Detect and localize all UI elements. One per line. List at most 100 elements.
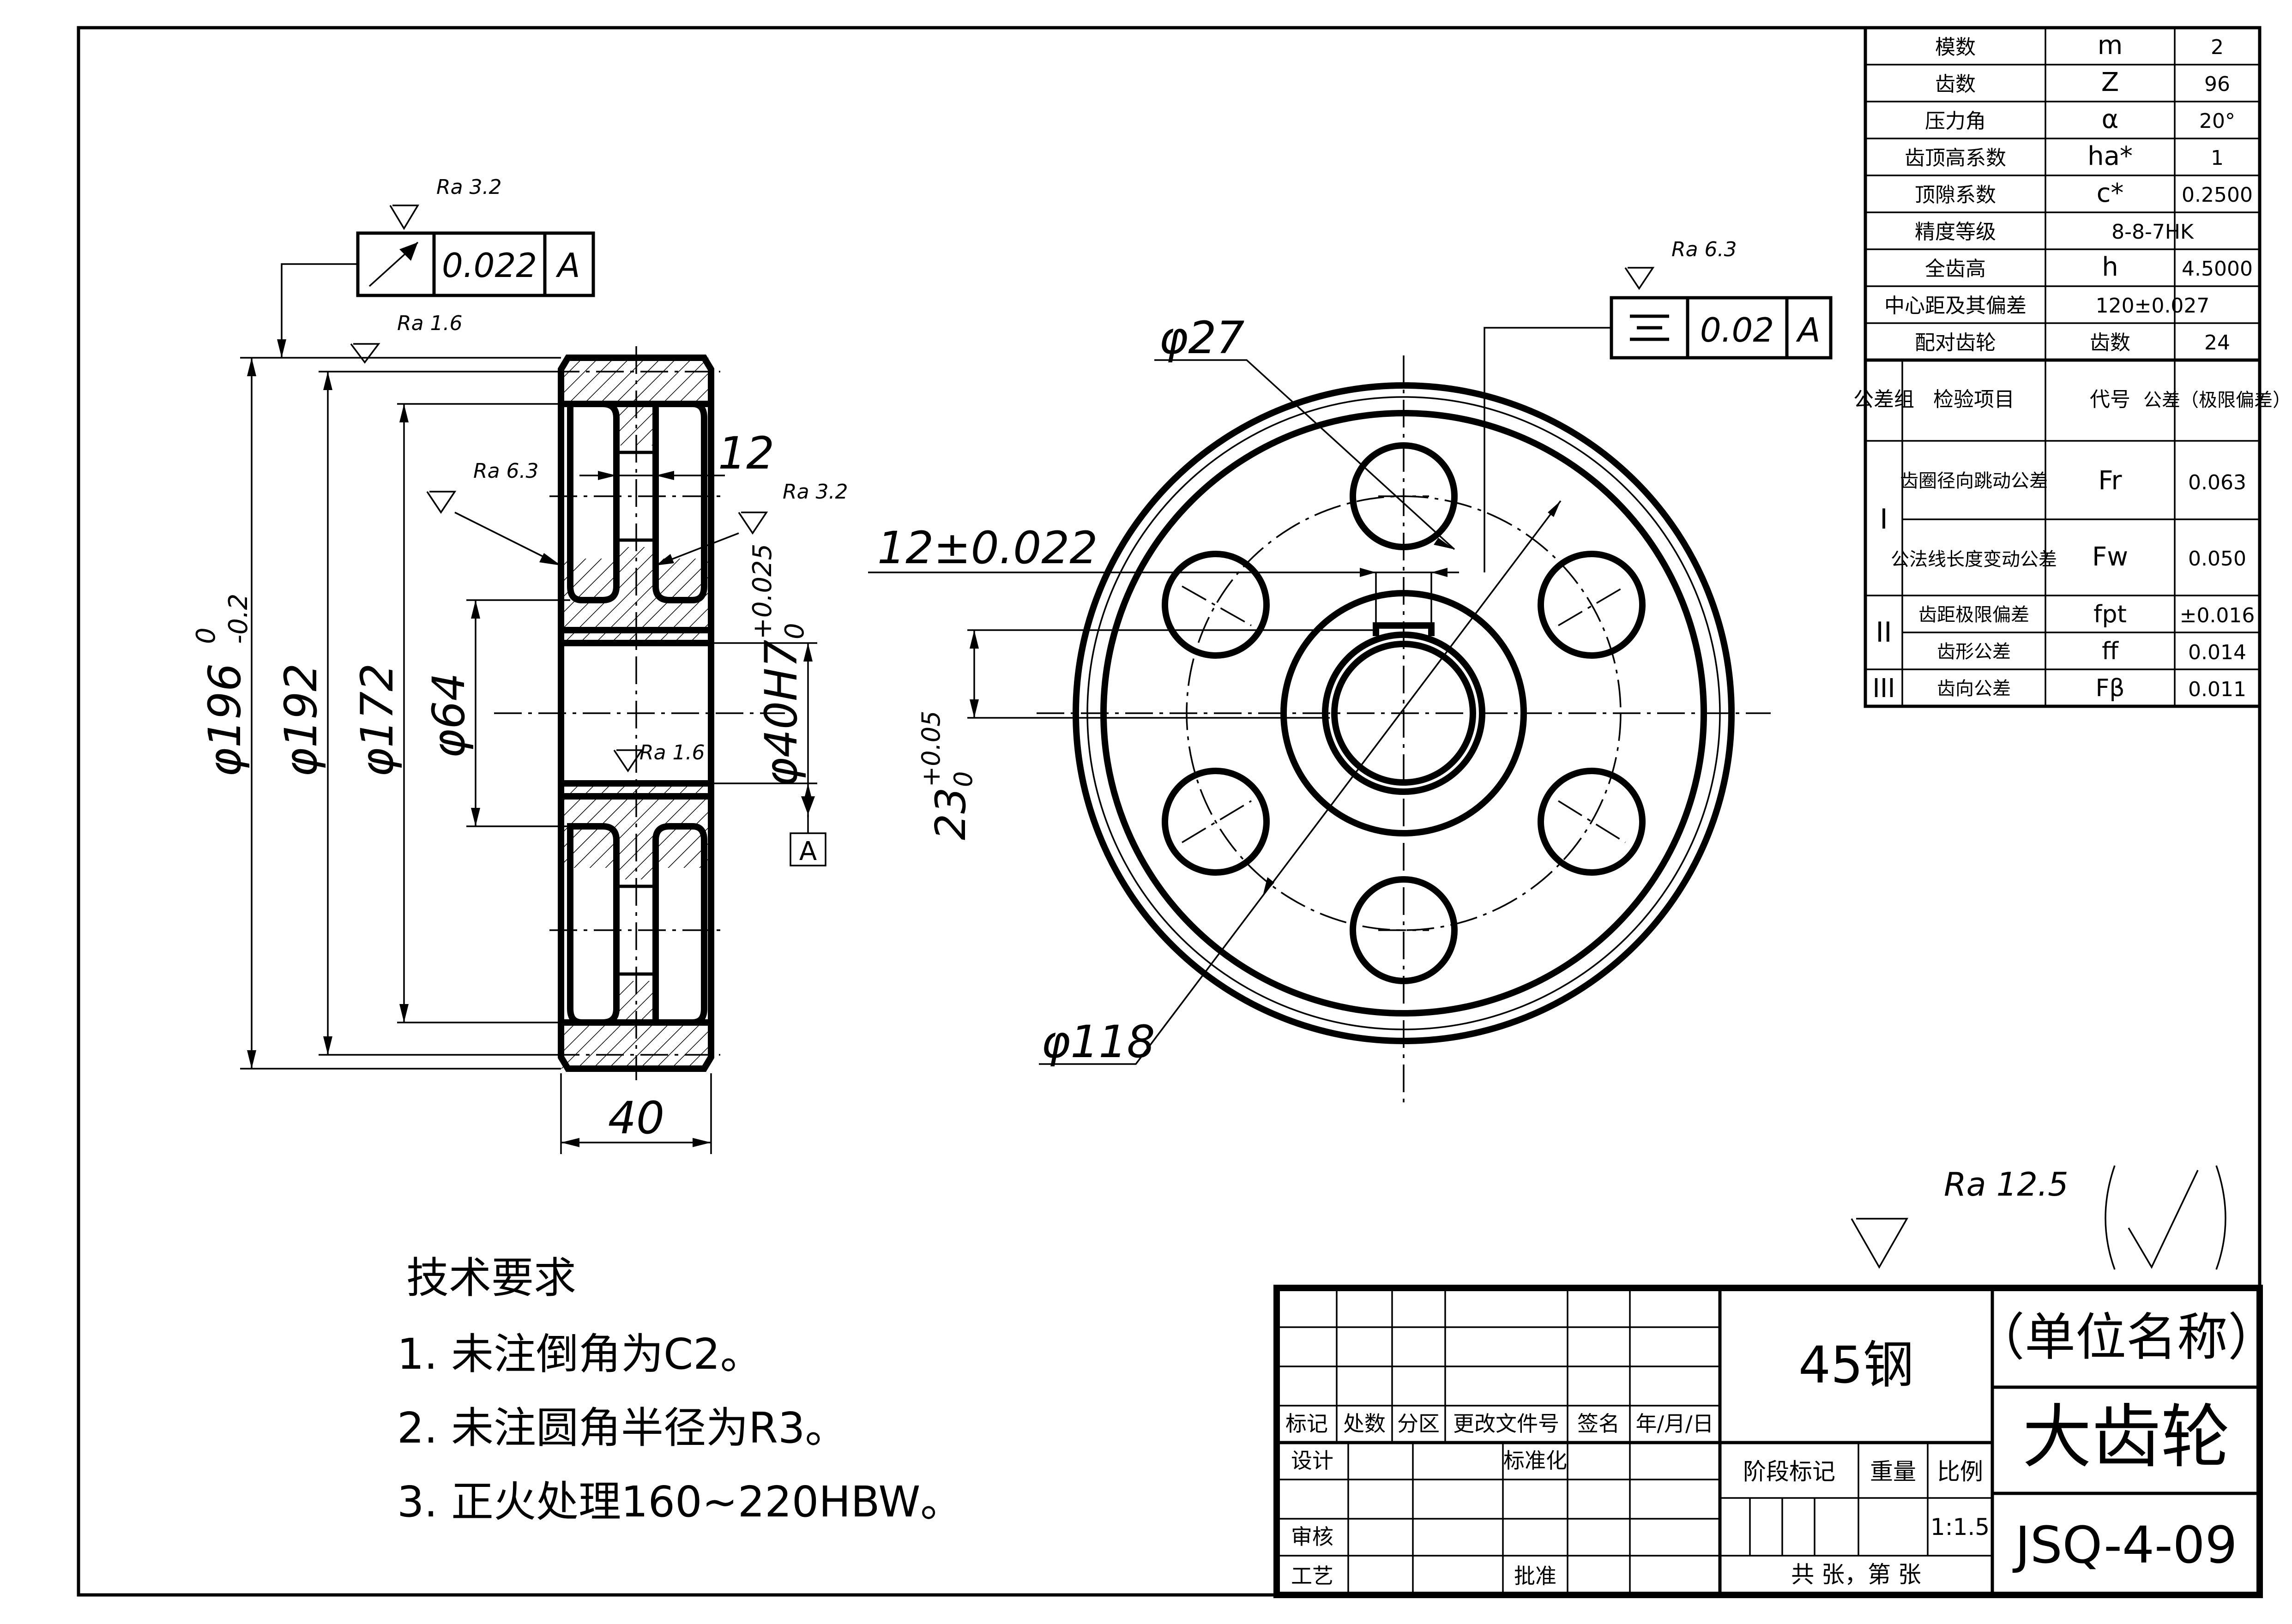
roughness-runout-frame: Ra 3.2 [436,175,502,199]
tol-value: ±0.016 [2180,604,2255,627]
param-symbol: h [2102,252,2118,282]
tol-item: 齿向公差 [1937,678,2011,699]
tb-zone: 分区 [1397,1411,1440,1436]
roughness-symmetry-frame: Ra 6.3 [1671,238,1737,261]
unit-name: （单位名称） [1974,1308,2279,1367]
tol-group: II [1876,616,1892,649]
param-value: 24 [2204,331,2230,355]
tech-requirement-item: 3. 正火处理160~220HBW。 [397,1477,963,1527]
param-value: 1 [2211,146,2224,170]
tol-item: 齿距极限偏差 [1918,604,2029,626]
tb-review: 审核 [1291,1524,1333,1549]
key-depth-tol-upper: +0.05 [917,711,946,787]
tol-item: 齿圈径向跳动公差 [1900,470,2048,492]
param-name: 配对齿轮 [1915,331,1996,355]
param-value: 8-8-7HK [2111,220,2194,244]
tech-requirement-item: 2. 未注圆角半径为R3。 [397,1403,847,1453]
param-symbol: ha* [2087,141,2133,171]
general-roughness-value: Ra 12.5 [1944,1166,2069,1203]
symmetry-datum: A [1796,311,1820,349]
roughness-web-right: Ra 3.2 [783,480,848,504]
drawing-number: JSQ-4-09 [2012,1516,2237,1575]
tb-scale: 1:1.5 [1930,1514,1990,1540]
dim-outer-diameter: φ196 [199,663,251,777]
param-symbol: Z [2101,67,2119,97]
param-value: 120±0.027 [2096,294,2210,318]
dim-bore-tol-lower: 0 [780,623,810,639]
gear-parameter-table: 模数 m 2 齿数 Z 96 压力角 α 20° 齿顶高系数 ha* 1 顶隙系… [1853,26,2291,708]
param-symbol: c* [2097,178,2124,208]
tol-header-item: 检验项目 [1933,388,2015,411]
tol-group: III [1872,674,1895,704]
param-value: 0.2500 [2182,183,2253,207]
dim-web-thickness: 12 [718,427,774,479]
hole-diameter: φ27 [1159,312,1244,364]
tb-design: 设计 [1291,1448,1333,1473]
tol-value: 0.063 [2188,471,2246,494]
tb-count: 处数 [1343,1411,1386,1436]
tol-header-group: 公差组 [1853,388,1914,411]
bolt-circle-diameter: φ118 [1041,1016,1155,1068]
tol-code: Fr [2098,466,2122,496]
runout-tolerance: 0.022 [442,246,537,285]
dim-bore-tol-upper: +0.025 [748,544,778,639]
tol-item: 公法线长度变动公差 [1891,549,2057,570]
dim-outer-tol-upper: 0 [191,627,221,644]
symmetry-tolerance: 0.02 [1700,311,1774,349]
param-name: 中心距及其偏差 [1884,294,2027,318]
tb-change-doc: 更改文件号 [1453,1411,1559,1436]
param-name: 压力角 [1925,109,1986,133]
dim-face-width: 40 [608,1092,664,1144]
tol-code: Fβ [2095,674,2124,702]
param-name: 全齿高 [1925,257,1986,281]
param-name: 齿数 [1935,72,1976,96]
general-roughness: Ra 12.5 [1851,1165,2226,1270]
param-name: 顶隙系数 [1915,183,1996,207]
tb-stage: 阶段标记 [1743,1458,1835,1485]
tb-sheets: 共 张，第 张 [1791,1561,1921,1588]
datum-a-label: A [799,836,817,866]
param-value: 4.5000 [2182,257,2253,281]
tol-value: 0.014 [2188,641,2246,664]
runout-datum: A [555,246,580,285]
key-depth: 23 [927,787,975,840]
param-name: 齿顶高系数 [1905,146,2006,170]
param-value: 20° [2199,109,2235,133]
tol-value: 0.011 [2188,678,2246,701]
front-view: φ27 φ118 12±0.022 23 +0.05 0 0.02 A [868,238,1833,1103]
tb-weight: 重量 [1870,1458,1916,1485]
title-block: 标记 处数 分区 更改文件号 签名 年/月/日 设计 标准化 审核 工艺 批准 … [1273,1285,2279,1598]
param-name: 精度等级 [1915,220,1996,244]
param-symbol: 齿数 [2090,331,2130,355]
tol-value: 0.050 [2188,547,2246,571]
param-name: 模数 [1935,36,1976,59]
tol-code: Fw [2092,542,2128,572]
tol-code: ff [2102,638,2119,665]
keyway-width: 12±0.022 [877,522,1098,574]
tb-mark: 标记 [1285,1411,1328,1436]
dim-bore-diameter: φ40H7 [755,640,807,787]
tb-standardize: 标准化 [1503,1448,1567,1473]
tol-item: 齿形公差 [1937,641,2011,662]
tech-requirements: 技术要求 1. 未注倒角为C2。 2. 未注圆角半径为R3。 3. 正火处理16… [397,1253,963,1527]
drawing-border [77,26,2262,1597]
key-depth-tol-lower: 0 [949,771,978,787]
tb-approve: 批准 [1514,1564,1556,1588]
roughness-top: Ra 1.6 [397,312,463,335]
tech-requirement-item: 1. 未注倒角为C2。 [397,1329,763,1379]
roughness-web-left: Ra 6.3 [473,459,539,483]
tol-group: I [1880,503,1888,535]
roughness-bore: Ra 1.6 [639,741,705,764]
param-value: 2 [2211,36,2224,59]
dim-rim-inner-diameter: φ172 [351,663,403,777]
tb-date: 年/月/日 [1636,1411,1714,1436]
tech-requirements-title: 技术要求 [406,1253,576,1303]
param-value: 96 [2204,72,2230,96]
param-symbol: α [2102,104,2119,134]
tb-process: 工艺 [1291,1564,1333,1588]
tol-header-code: 代号 [2090,388,2130,411]
tb-scale-label: 比例 [1937,1458,1983,1485]
dim-outer-tol-lower: -0.2 [223,594,253,644]
dim-hub-diameter: φ64 [423,673,475,758]
